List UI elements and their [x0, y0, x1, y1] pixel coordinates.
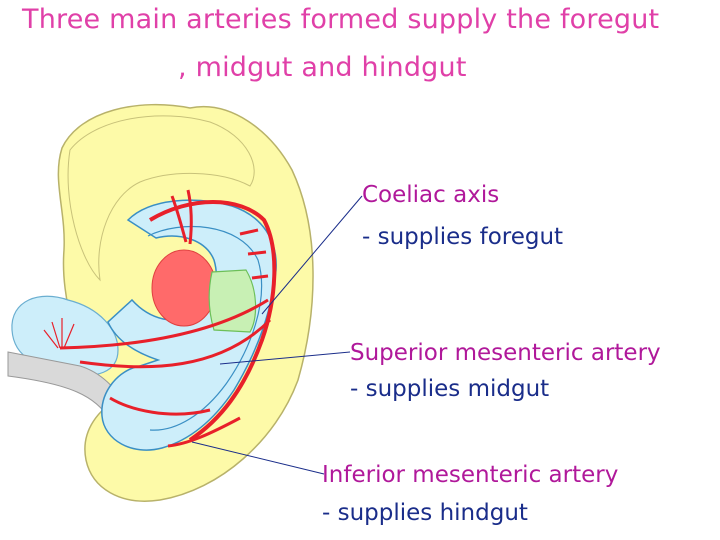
aorta: [148, 200, 277, 442]
coeliac-branch: [239, 228, 259, 236]
branch-2: [247, 250, 267, 256]
arch-artery-1: [170, 195, 188, 243]
umbilical-artery: [79, 318, 272, 369]
title-line-1: Three main arteries formed supply the fo…: [22, 4, 660, 35]
head-region: [67, 115, 255, 282]
label-superior-desc: - supplies midgut: [350, 376, 550, 402]
branch-3: [251, 274, 269, 280]
label-superior-name: Superior mesenteric artery: [350, 340, 661, 366]
pointer-inferior: [191, 441, 325, 475]
label-coeliac-name: Coeliac axis: [362, 182, 500, 208]
superior-mesenteric-artery: [59, 298, 269, 350]
heart: [151, 249, 217, 327]
arch-artery-2: [186, 189, 193, 245]
yolk-vessels: [43, 318, 75, 349]
label-inferior-name: Inferior mesenteric artery: [322, 462, 619, 488]
pointer-superior: [219, 351, 351, 365]
label-coeliac-desc: - supplies foregut: [362, 224, 564, 250]
pointer-coeliac: [261, 195, 363, 315]
inferior-mesenteric-artery: [167, 416, 241, 448]
label-inferior-desc: - supplies hindgut: [322, 500, 528, 526]
title-line-2: , midgut and hindgut: [178, 52, 467, 83]
gut-lumen: [147, 226, 263, 431]
liver: [208, 269, 257, 333]
lower-artery: [109, 396, 211, 416]
